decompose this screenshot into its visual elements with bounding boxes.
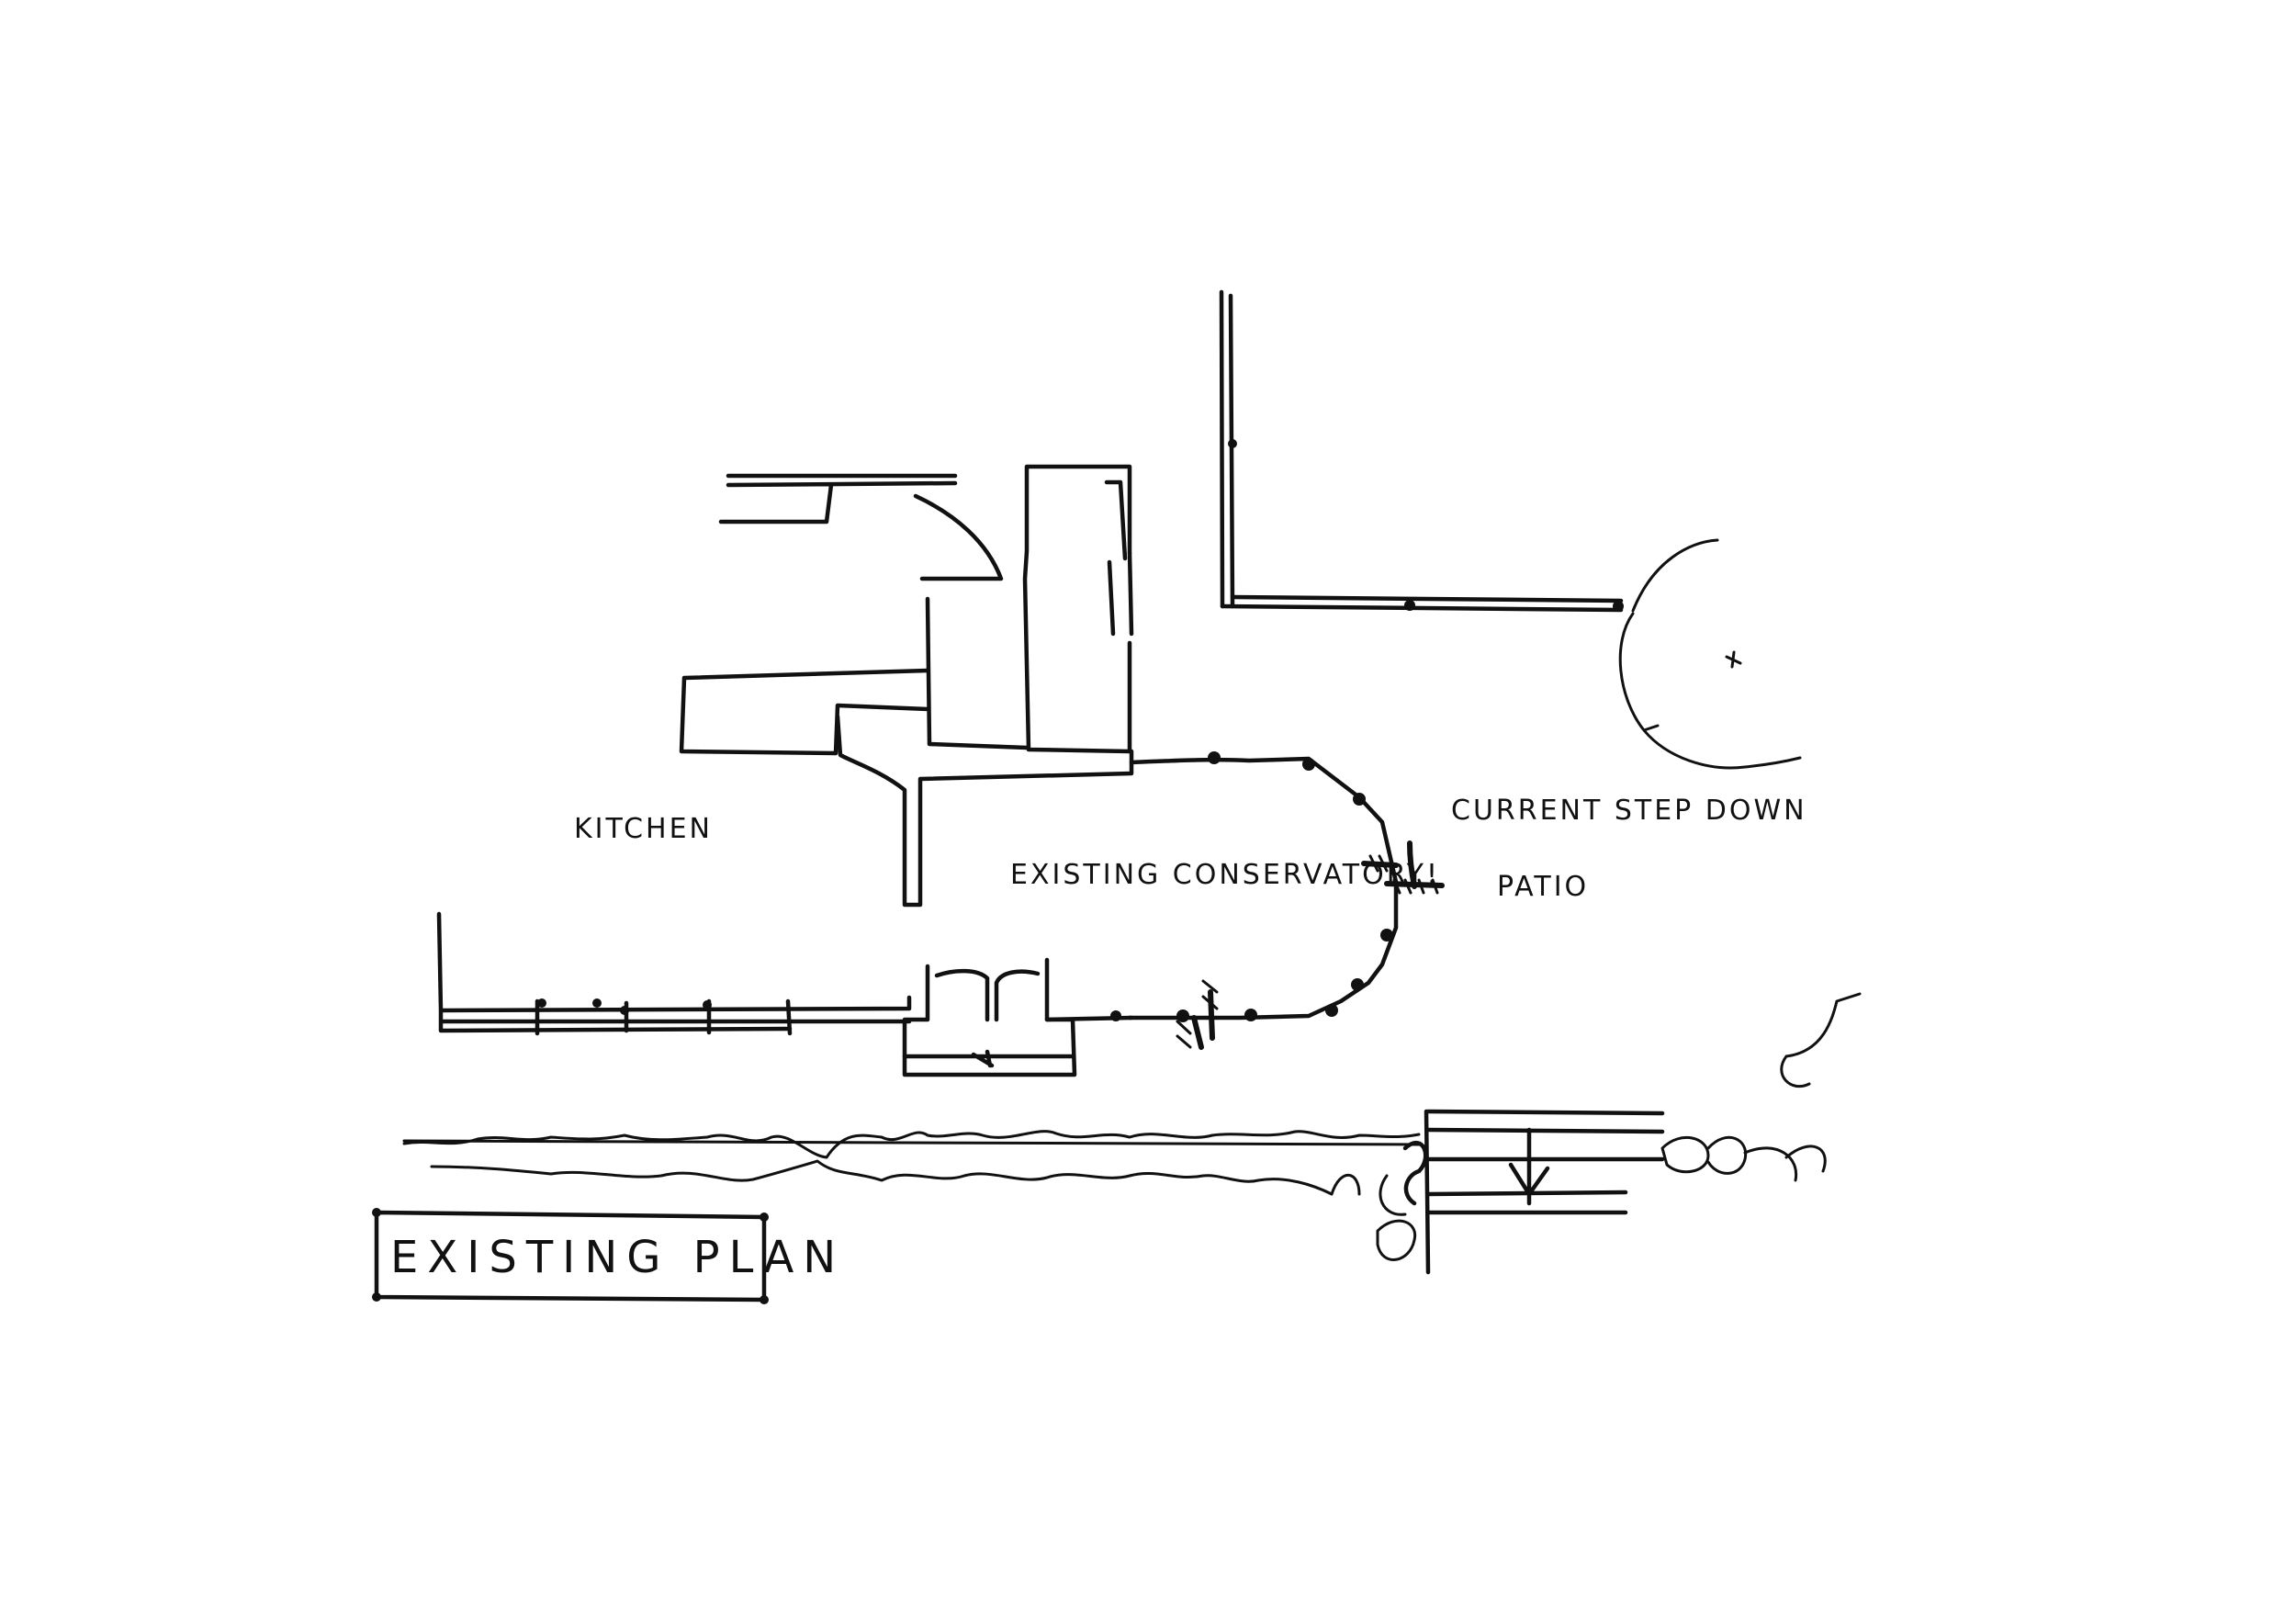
gate-fence: [1376, 1109, 1665, 1275]
house-walls: [679, 464, 1134, 908]
tree-symbol: [1618, 538, 1802, 770]
lower-bay: [902, 957, 1134, 1077]
right-garden-wall: [1219, 289, 1624, 613]
lower-wall-windows: [436, 911, 912, 1036]
hedge-line: [402, 1130, 1421, 1196]
shrubs: [1660, 992, 1862, 1182]
kitchen-label: KITCHEN: [574, 813, 713, 845]
conservatory-label: EXISTING CONSERVATORY!: [1010, 859, 1440, 891]
conservatory-outline: [1110, 751, 1399, 1022]
patio-label: PATIO: [1497, 871, 1589, 903]
plan-title: EXISTING PLAN: [390, 1232, 845, 1283]
step-down-label: CURRENT STEP DOWN: [1451, 795, 1807, 827]
title-box: [372, 1208, 769, 1304]
step-down-hatch: [1176, 840, 1445, 1050]
